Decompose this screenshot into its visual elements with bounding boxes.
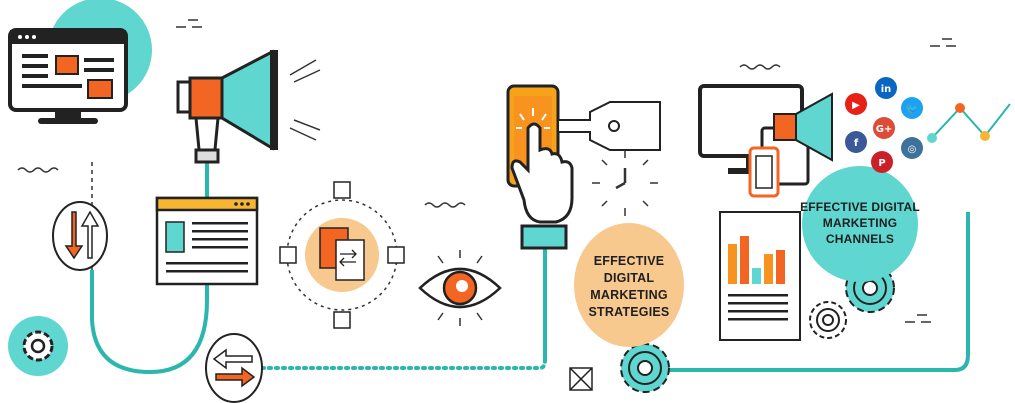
svg-text:🐦: 🐦 bbox=[906, 104, 918, 115]
svg-text:in: in bbox=[881, 84, 892, 95]
decor-dashes bbox=[176, 19, 956, 323]
strategies-line-2: DIGITAL bbox=[603, 271, 655, 285]
svg-text:G+: G+ bbox=[876, 124, 893, 135]
gear-icon-small bbox=[809, 301, 847, 339]
channels-line-3: CHANNELS bbox=[825, 232, 895, 246]
google-plus-icon: G+ bbox=[873, 117, 895, 139]
channels-line-1: EFFECTIVE DIGITAL bbox=[800, 200, 920, 214]
svg-text:◎: ◎ bbox=[908, 144, 917, 155]
strategies-line-3: MARKETING bbox=[590, 288, 668, 302]
trend-line-icon bbox=[927, 103, 1011, 143]
decor-waves bbox=[17, 64, 781, 208]
megaphone-icon bbox=[176, 49, 321, 164]
smartphone-tap-icon bbox=[506, 84, 661, 250]
report-chart-icon bbox=[719, 211, 801, 341]
web-page-icon bbox=[155, 196, 259, 286]
clock-icon bbox=[592, 150, 658, 216]
channels-line-2: MARKETING bbox=[822, 216, 898, 230]
youtube-icon: ▶ bbox=[845, 93, 867, 115]
channels-label: EFFECTIVE DIGITAL MARKETING CHANNELS bbox=[795, 187, 925, 259]
svg-text:▶: ▶ bbox=[852, 100, 860, 111]
devices-icon bbox=[698, 84, 833, 198]
connector-line bbox=[90, 162, 209, 375]
strategies-label: EFFECTIVE DIGITAL MARKETING STRATEGIES bbox=[574, 226, 684, 348]
svg-text:P: P bbox=[878, 158, 885, 169]
pinterest-icon: P bbox=[871, 151, 893, 173]
placeholder-box-icon bbox=[569, 367, 593, 391]
strategies-line-1: EFFECTIVE bbox=[593, 254, 665, 268]
swap-arrows-icon bbox=[205, 333, 263, 403]
facebook-icon: f bbox=[845, 131, 867, 153]
strategies-badge bbox=[574, 223, 684, 347]
twitter-icon: 🐦 bbox=[901, 97, 923, 119]
sort-arrows-icon bbox=[52, 201, 108, 271]
file-transfer-icon bbox=[279, 181, 405, 329]
social-icons: in ▶ 🐦 G+ f ◎ P bbox=[845, 77, 923, 173]
connector-line-3 bbox=[660, 212, 970, 372]
monitor-icon bbox=[8, 0, 152, 124]
channels-badge bbox=[802, 166, 918, 282]
gear-icon-bottom bbox=[620, 343, 670, 393]
instagram-icon: ◎ bbox=[901, 137, 923, 159]
dotted-connector bbox=[260, 243, 547, 370]
svg-text:f: f bbox=[854, 138, 859, 149]
eye-icon bbox=[418, 250, 502, 326]
strategies-line-4: STRATEGIES bbox=[588, 305, 670, 319]
gear-icon bbox=[8, 316, 68, 376]
linkedin-icon: in bbox=[875, 77, 897, 99]
